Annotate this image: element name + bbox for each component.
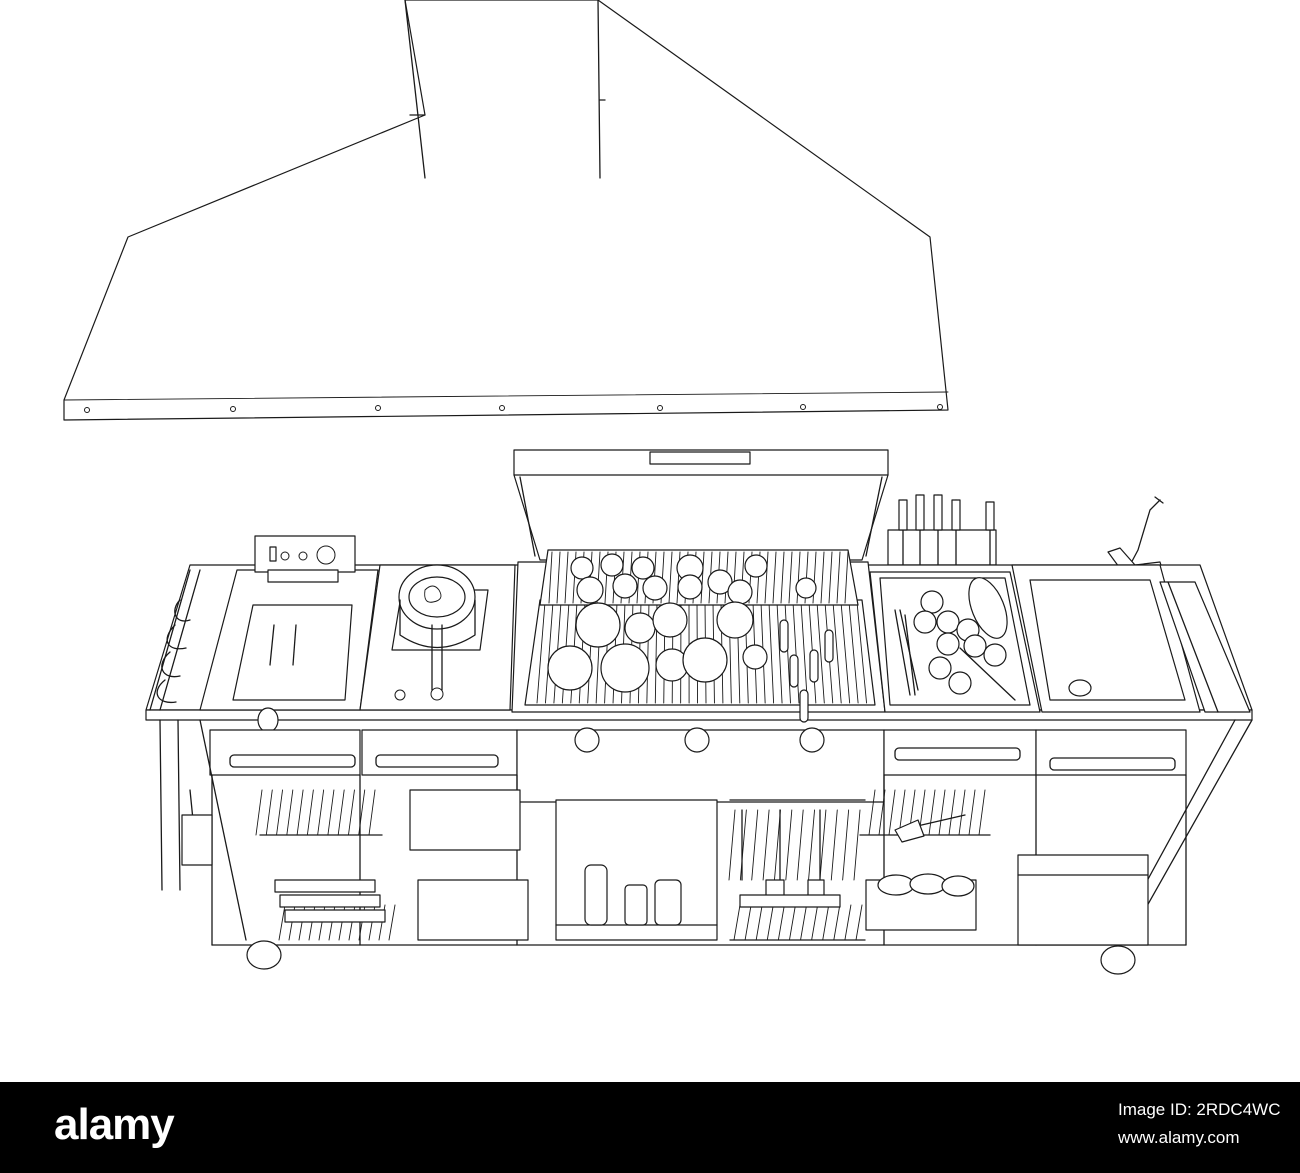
fryer (199, 535, 379, 733)
prep-board (869, 571, 1041, 713)
website-link[interactable]: www.alamy.com (1118, 1128, 1240, 1147)
grill (511, 549, 886, 723)
range-hood (63, 0, 949, 421)
lower-cabinet (159, 719, 1253, 975)
image-id-label: Image ID: 2RDC4WC (1118, 1100, 1281, 1119)
brand-logo[interactable]: alamy (54, 1100, 175, 1149)
stove (359, 564, 516, 711)
cabinet-contents (181, 789, 977, 941)
outdoor-kitchen-illustration (63, 0, 1253, 975)
knife-block (887, 494, 997, 566)
towel-rail (149, 569, 201, 711)
grill-lid (513, 449, 889, 561)
hood-rivets (84, 404, 943, 413)
watermark-footer: alamy Image ID: 2RDC4WC www.alamy.com (0, 1082, 1300, 1173)
sink (1011, 564, 1251, 713)
